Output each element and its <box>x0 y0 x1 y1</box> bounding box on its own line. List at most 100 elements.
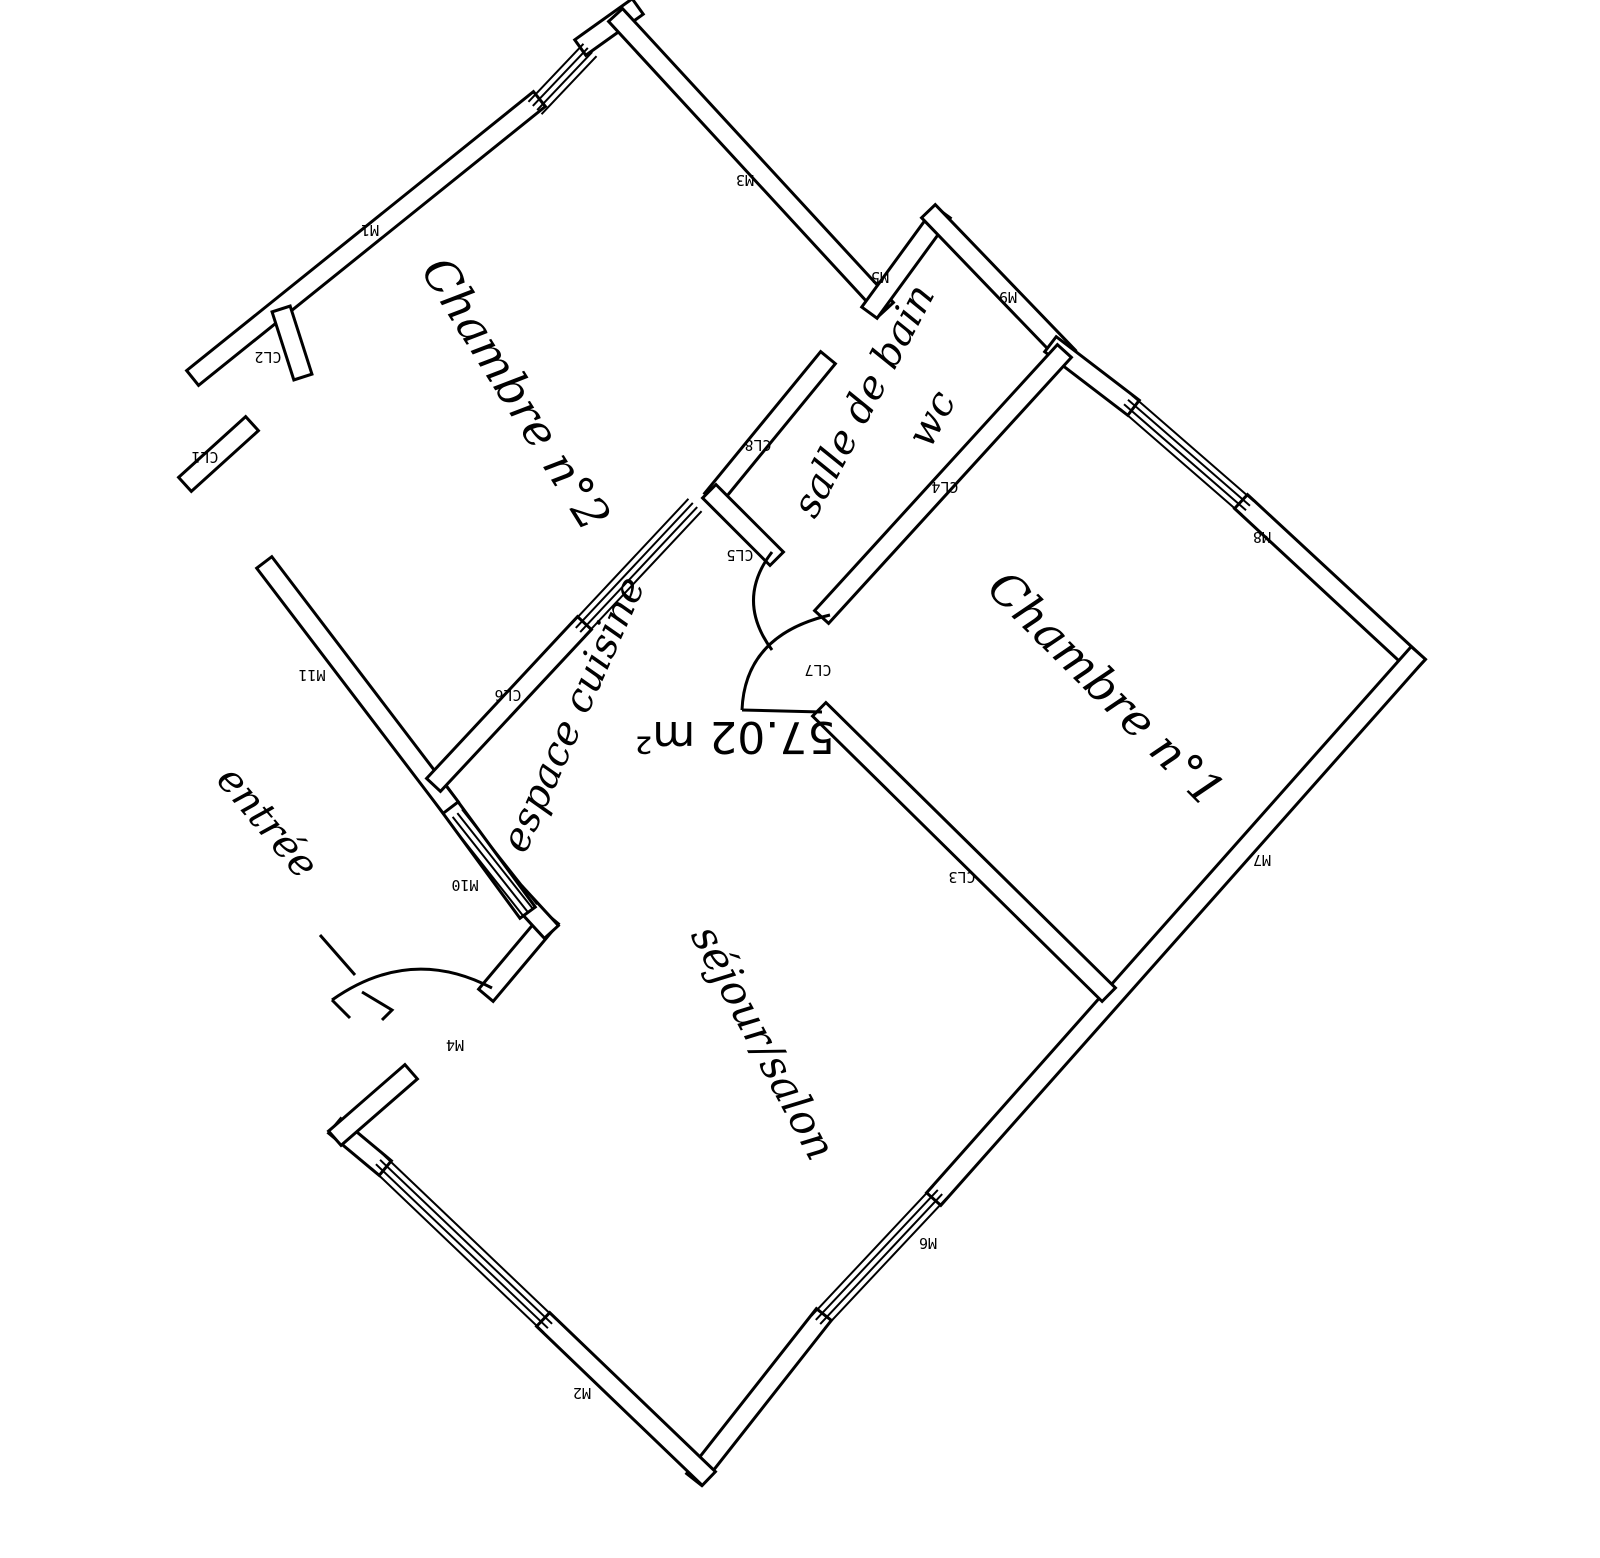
wall-cl1-stroke <box>180 418 257 490</box>
wall-label-m4: M4 <box>446 1036 464 1054</box>
window-m6-line <box>815 1189 939 1321</box>
wall-label-m7: M7 <box>1253 851 1271 869</box>
wall-cl2 <box>270 304 314 382</box>
wall-cl4 <box>812 342 1074 626</box>
walls <box>176 0 1428 1488</box>
room-label-entree: entrée <box>207 757 327 888</box>
windows <box>371 43 1255 1334</box>
window-m1-line <box>527 43 585 103</box>
room-label-chambre1: Chambre n°1 <box>977 560 1235 818</box>
entry-door-mark <box>361 990 395 1022</box>
entry-door-leaf <box>330 998 352 1020</box>
wall-m1-stroke <box>188 93 544 384</box>
wall-m5-stroke <box>863 208 949 317</box>
wall-m9-stroke <box>923 206 1074 362</box>
window-m10-line <box>461 808 538 906</box>
window-m8-line <box>1127 398 1251 507</box>
wall-label-cl2: CL2 <box>254 348 281 366</box>
wall-m8b <box>1232 492 1428 676</box>
wall-m1 <box>184 89 548 388</box>
bedroom1-door-arc <box>740 613 831 711</box>
window-cl6-line <box>583 510 703 637</box>
wall-m3-stroke <box>610 10 892 314</box>
window-m10-line <box>451 816 529 913</box>
window-m6-line <box>823 1197 948 1329</box>
wall-label-cl3: CL3 <box>948 868 975 886</box>
wall-label-cl1: CL1 <box>191 448 218 466</box>
wall-label-m1: M1 <box>361 221 379 239</box>
doors <box>318 551 831 1022</box>
window-m8-line <box>1119 408 1243 516</box>
window-m2-line <box>371 1167 545 1334</box>
wall-m7b <box>684 1306 834 1488</box>
total-area: 57.02 m² <box>635 711 835 762</box>
wall-entry-a <box>476 909 561 1004</box>
window-m8 <box>1119 394 1255 516</box>
wall-label-cl6: CL6 <box>494 686 521 704</box>
window-m10-line <box>456 812 534 909</box>
window-m8-line <box>1131 394 1255 502</box>
window-m6 <box>810 1185 948 1329</box>
wall-label-m2: M2 <box>573 1384 591 1402</box>
wall-cl5 <box>700 482 786 568</box>
window-m1-line <box>536 51 593 111</box>
wall-m7b-stroke <box>688 1310 830 1484</box>
window-m2-line <box>383 1154 557 1321</box>
window-m10-line <box>447 819 524 917</box>
wall-cl8 <box>702 349 838 508</box>
wall-cl1 <box>176 414 261 494</box>
wall-label-m8: M8 <box>1253 528 1271 546</box>
wall-label-cl4: CL4 <box>931 478 958 496</box>
window-m2 <box>371 1154 557 1334</box>
window-m2-line <box>379 1159 553 1325</box>
wall-m7a <box>924 644 1428 1208</box>
wall-cl4-stroke <box>816 346 1070 622</box>
room-label-wc: wc <box>898 383 965 455</box>
wall-label-cl8: CL8 <box>744 436 771 454</box>
wall-cl5-stroke <box>704 486 782 564</box>
wall-m11-stroke <box>258 558 457 812</box>
window-cl6-line <box>579 506 698 633</box>
wall-m2a <box>534 1310 718 1488</box>
wall-m2a-stroke <box>538 1314 714 1484</box>
room-label-cuisine: espace cuisine <box>492 570 654 859</box>
wall-cl3-stroke <box>814 704 1114 1000</box>
wall-m8b-stroke <box>1236 496 1424 672</box>
wall-m11 <box>254 554 461 816</box>
wall-label-cl7: CL7 <box>804 661 831 679</box>
window-m1 <box>527 43 598 115</box>
window-cl6 <box>570 498 703 637</box>
window-m1-line <box>540 55 598 115</box>
window-cl6-line <box>575 502 694 629</box>
window-m2-line <box>375 1163 549 1329</box>
window-cl6-line <box>570 498 690 625</box>
window-m6-line <box>810 1185 935 1317</box>
room-label-sejour: séjour/salon <box>681 917 846 1168</box>
wall-cl8-stroke <box>706 353 834 504</box>
wall-label-m9: M9 <box>999 288 1017 306</box>
wall-entry-a-stroke <box>480 913 557 1000</box>
wall-labels: M1 M3 M5 M9 M8 M7 M6 M2 M4 M10 M11 CL1 C… <box>191 171 1271 1402</box>
wall-cl6-stroke <box>428 618 590 790</box>
wall-label-m11: M11 <box>298 666 325 684</box>
window-m10 <box>447 808 538 917</box>
wall-corner-b <box>326 1062 420 1148</box>
window-m8-line <box>1123 403 1247 512</box>
entry-marker <box>318 934 357 976</box>
window-m6-line <box>819 1193 943 1325</box>
wall-label-m6: M6 <box>919 1234 937 1252</box>
wall-m3 <box>606 6 896 318</box>
wall-label-m3: M3 <box>736 171 754 189</box>
wall-m5 <box>859 204 953 321</box>
wall-corner-b-stroke <box>330 1066 416 1144</box>
wall-cl2-stroke <box>273 307 311 379</box>
window-m1-line <box>532 47 589 107</box>
bathroom-door-arc <box>752 551 774 651</box>
wall-label-m10: M10 <box>451 876 478 894</box>
wall-label-cl5: CL5 <box>726 546 753 564</box>
wall-label-m5: M5 <box>871 268 889 286</box>
wall-m9 <box>919 202 1078 366</box>
entry-door-arc <box>331 967 493 1002</box>
wall-m7a-stroke <box>928 648 1424 1204</box>
